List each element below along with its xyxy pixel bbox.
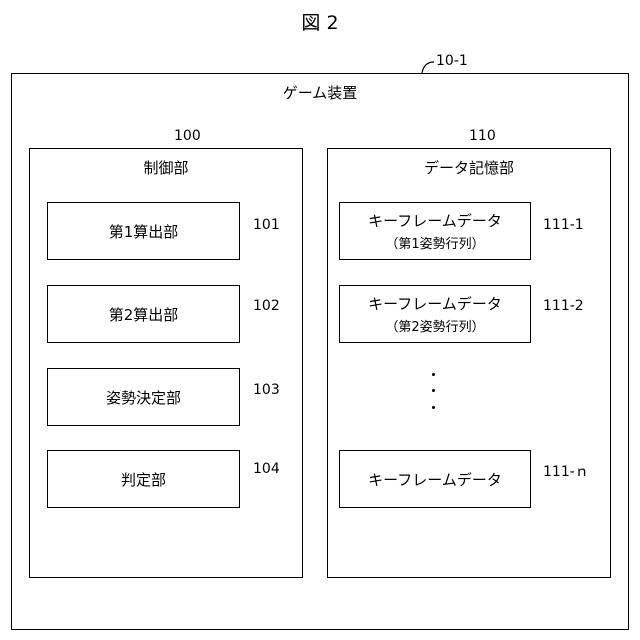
ref-111-1: 111-1 (543, 217, 584, 233)
keyframe-data-box-1: キーフレームデータ （第1姿勢行列） (339, 202, 531, 260)
ref-111-n: 111-ｎ (543, 461, 589, 481)
leader-10-1 (422, 62, 434, 73)
data-storage-label: データ記憶部 (328, 157, 610, 178)
ref-101: 101 (253, 217, 280, 233)
ref-10-1: 10-1 (436, 53, 468, 69)
first-calculation-unit-label: 第1算出部 (109, 221, 179, 242)
keyframe-data-label-n: キーフレームデータ (368, 469, 502, 490)
keyframe-data-sub-2: （第2姿勢行列） (385, 316, 484, 335)
ellipsis-dot-2 (432, 389, 435, 392)
second-calculation-unit-label: 第2算出部 (109, 304, 179, 325)
keyframe-data-sub-1: （第1姿勢行列） (385, 233, 484, 252)
keyframe-data-box-n: キーフレームデータ (339, 450, 531, 508)
judgment-unit-label: 判定部 (121, 469, 166, 490)
control-unit-label: 制御部 (30, 157, 302, 178)
ellipsis-dot-3 (432, 406, 435, 409)
ref-102: 102 (253, 298, 280, 314)
ref-104: 104 (253, 461, 280, 477)
second-calculation-unit-box: 第2算出部 (47, 285, 240, 343)
ref-110: 110 (469, 128, 496, 144)
posture-determination-unit-box: 姿勢決定部 (47, 368, 240, 426)
posture-determination-unit-label: 姿勢決定部 (106, 387, 181, 408)
ellipsis-dot-1 (432, 373, 435, 376)
ref-111-2: 111-2 (543, 298, 584, 314)
keyframe-data-box-2: キーフレームデータ （第2姿勢行列） (339, 285, 531, 343)
ref-100: 100 (174, 128, 201, 144)
keyframe-data-label-1: キーフレームデータ (368, 210, 502, 231)
ref-103: 103 (253, 382, 280, 398)
game-device-label: ゲーム装置 (12, 82, 628, 103)
first-calculation-unit-box: 第1算出部 (47, 202, 240, 260)
keyframe-data-label-2: キーフレームデータ (368, 293, 502, 314)
judgment-unit-box: 判定部 (47, 450, 240, 508)
figure-title: 図 2 (0, 8, 640, 35)
